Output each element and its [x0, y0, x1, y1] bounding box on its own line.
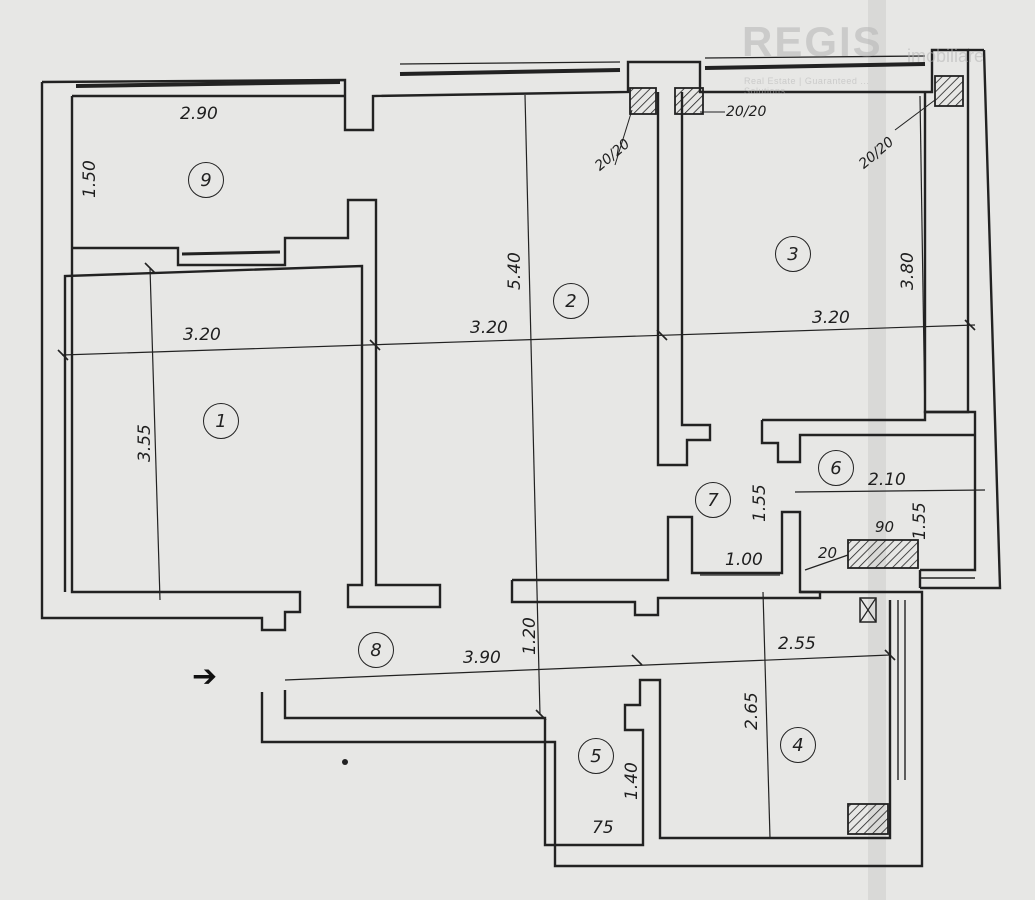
dim-1-55-hall: 1.55: [750, 484, 770, 522]
watermark-tagline: Real Estate | Guaranteed ... Solutions: [744, 76, 870, 96]
dim-3-80: 3.80: [898, 252, 918, 290]
dim-1-50: 1.50: [80, 160, 100, 198]
dim-3-20-right: 3.20: [812, 308, 850, 328]
outer-wall-right: [923, 92, 970, 414]
dim-3-20-mid: 3.20: [470, 318, 508, 338]
room-7-label: 7: [695, 482, 731, 518]
vent-box: [859, 597, 877, 623]
room-5-label: 5: [578, 738, 614, 774]
dim-2-55: 2.55: [778, 634, 816, 654]
paper-fold-shadow: [868, 0, 886, 900]
room6-wall: [762, 410, 977, 572]
room-2-label: 2: [553, 283, 589, 319]
wall-2-3: [656, 92, 712, 467]
dim-20: 20: [818, 544, 838, 562]
room-1-label: 1: [203, 403, 239, 439]
dim-5-40: 5.40: [505, 252, 525, 290]
column-b-label: 20/20: [726, 104, 767, 120]
room-3-label: 3: [775, 236, 811, 272]
dim-line-3-20: [61, 324, 976, 356]
dim-3-55: 3.55: [135, 424, 155, 462]
dim-1-55-room6: 1.55: [910, 502, 930, 540]
dim-75: 75: [592, 818, 614, 838]
room9-wall: [63, 198, 442, 609]
room-8-label: 8: [358, 632, 394, 668]
boiler-90: [847, 539, 919, 569]
dim-3-20-left: 3.20: [183, 325, 221, 345]
watermark-side: imobiliare: [907, 46, 985, 66]
dim-1-00: 1.00: [725, 550, 763, 570]
hall-bottom-wall: [510, 510, 822, 617]
dim-2-65: 2.65: [742, 692, 762, 730]
dim-2-90: 2.90: [180, 104, 218, 124]
dim-1-20: 1.20: [520, 617, 540, 655]
dim-3-90: 3.90: [463, 648, 501, 668]
outer-wall-top: [41, 48, 970, 318]
lower-block-wall: [260, 590, 924, 868]
room-9-label: 9: [188, 162, 224, 198]
outer-wall-left: [40, 82, 302, 632]
room-4-label: 4: [780, 727, 816, 763]
column-room4: [847, 803, 889, 835]
entrance-arrow-icon: ➔: [192, 659, 218, 694]
room-6-label: 6: [818, 450, 854, 486]
watermark-brand: REGIS: [742, 18, 883, 65]
dim-1-40: 1.40: [622, 762, 642, 800]
dim-90: 90: [875, 518, 895, 536]
dim-2-10: 2.10: [868, 470, 906, 490]
column-b: [674, 87, 704, 115]
column-c: [934, 75, 964, 107]
column-a: [629, 87, 657, 115]
regis-watermark: REGIS imobiliare Real Estate | Guarantee…: [742, 18, 984, 96]
